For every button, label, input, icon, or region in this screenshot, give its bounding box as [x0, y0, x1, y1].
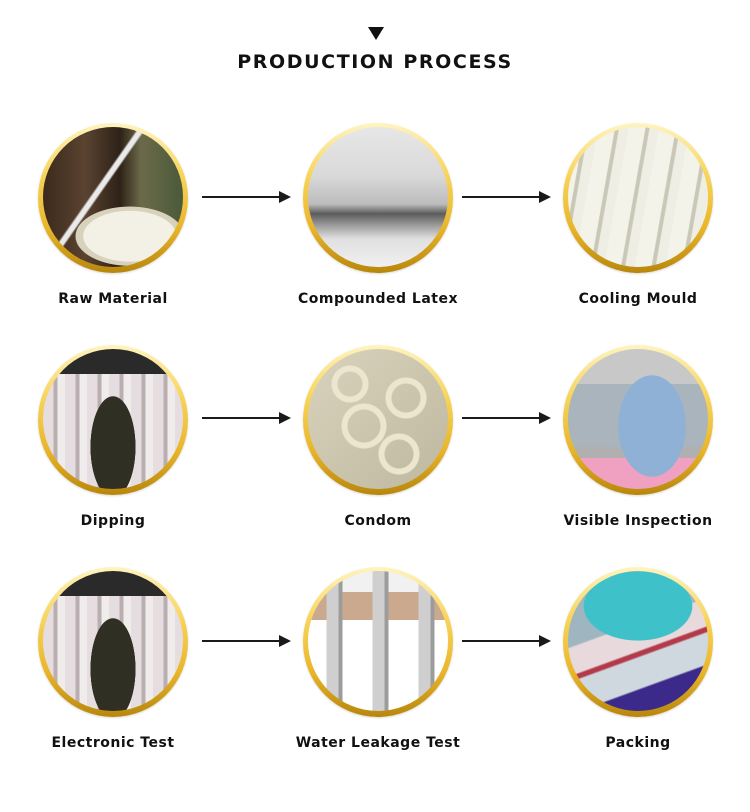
dipping-image: [43, 349, 183, 489]
step-condom: Condom: [258, 345, 498, 555]
triangle-down-icon: [368, 27, 384, 40]
gold-ring: [563, 123, 713, 273]
arrow-right-icon: [202, 412, 291, 424]
arrow-right-icon: [202, 635, 291, 647]
raw-material-image: [43, 127, 183, 267]
gold-ring: [38, 123, 188, 273]
gold-ring: [563, 345, 713, 495]
step-raw-material: Raw Material: [0, 123, 233, 333]
step-packing: Packing: [518, 567, 750, 777]
step-label: Electronic Test: [51, 735, 175, 751]
step-label: Water Leakage Test: [295, 735, 461, 751]
step-label: Raw Material: [58, 291, 168, 307]
step-label: Packing: [605, 735, 671, 751]
step-label: Dipping: [80, 513, 146, 529]
condom-image: [308, 349, 448, 489]
step-electronic-test: Electronic Test: [0, 567, 233, 777]
gold-ring: [303, 345, 453, 495]
step-cooling-mould: Cooling Mould: [518, 123, 750, 333]
page-title: PRODUCTION PROCESS: [237, 51, 513, 73]
step-label: Compounded Latex: [297, 291, 459, 307]
gold-ring: [38, 567, 188, 717]
step-label: Condom: [344, 513, 412, 529]
step-compounded-latex: Compounded Latex: [258, 123, 498, 333]
gold-ring: [38, 345, 188, 495]
packing-image: [568, 571, 708, 711]
step-visible-inspection: Visible Inspection: [518, 345, 750, 555]
gold-ring: [563, 567, 713, 717]
visible-inspection-image: [568, 349, 708, 489]
gold-ring: [303, 567, 453, 717]
arrow-right-icon: [202, 191, 291, 203]
step-water-leakage-test: Water Leakage Test: [258, 567, 498, 777]
gold-ring: [303, 123, 453, 273]
water-leakage-test-image: [308, 571, 448, 711]
cooling-mould-image: [568, 127, 708, 267]
electronic-test-image: [43, 571, 183, 711]
compounded-latex-image: [308, 127, 448, 267]
arrow-right-icon: [462, 191, 551, 203]
step-dipping: Dipping: [0, 345, 233, 555]
step-label: Cooling Mould: [578, 291, 698, 307]
arrow-right-icon: [462, 635, 551, 647]
arrow-right-icon: [462, 412, 551, 424]
step-label: Visible Inspection: [563, 513, 713, 529]
